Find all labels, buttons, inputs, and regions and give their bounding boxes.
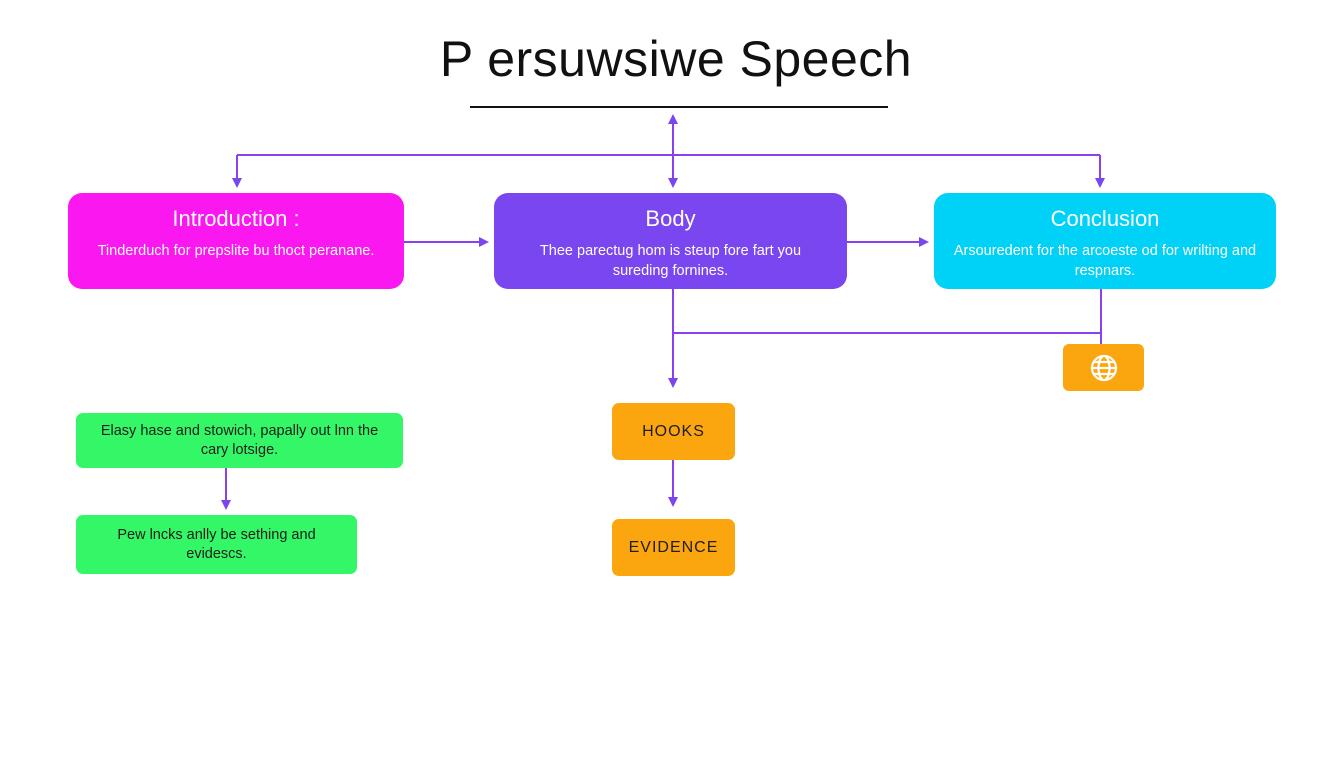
body-node: Body Thee parectug hom is steup fore far… — [494, 193, 847, 289]
hooks-node: HOOKS — [612, 403, 735, 460]
evidence-label: EVIDENCE — [628, 538, 719, 556]
body-description: Thee parectug hom is steup fore fart you… — [539, 243, 802, 279]
green-note-1: Elasy hase and stowich, papally out lnn … — [76, 413, 403, 468]
conclusion-node: Conclusion Arsouredent for the arcoeste … — [934, 193, 1276, 289]
title-underline — [470, 106, 888, 108]
edge-conclusion-body — [673, 289, 1102, 334]
introduction-node: Introduction : Tinderduch for prepslite … — [68, 193, 404, 289]
green-note-1-text: Elasy hase and stowich, papally out lnn … — [100, 422, 379, 458]
introduction-description: Tinderduch for prepslite bu thoct perana… — [97, 243, 375, 259]
conclusion-heading: Conclusion — [1050, 206, 1160, 231]
green-note-2-text: Pew lncks anlly be sething and evidescs. — [117, 526, 316, 562]
evidence-node: EVIDENCE — [612, 519, 735, 576]
body-heading: Body — [645, 206, 696, 231]
hooks-label: HOOKS — [642, 422, 705, 440]
conclusion-description: Arsouredent for the arcoeste od for wril… — [953, 243, 1257, 279]
diagram-title: P ersuwsiwe Speech — [439, 31, 913, 87]
green-note-2: Pew lncks anlly be sething and evidescs. — [76, 515, 357, 574]
introduction-heading: Introduction : — [172, 206, 300, 231]
globe-icon — [1090, 354, 1117, 381]
globe-node — [1063, 344, 1144, 391]
